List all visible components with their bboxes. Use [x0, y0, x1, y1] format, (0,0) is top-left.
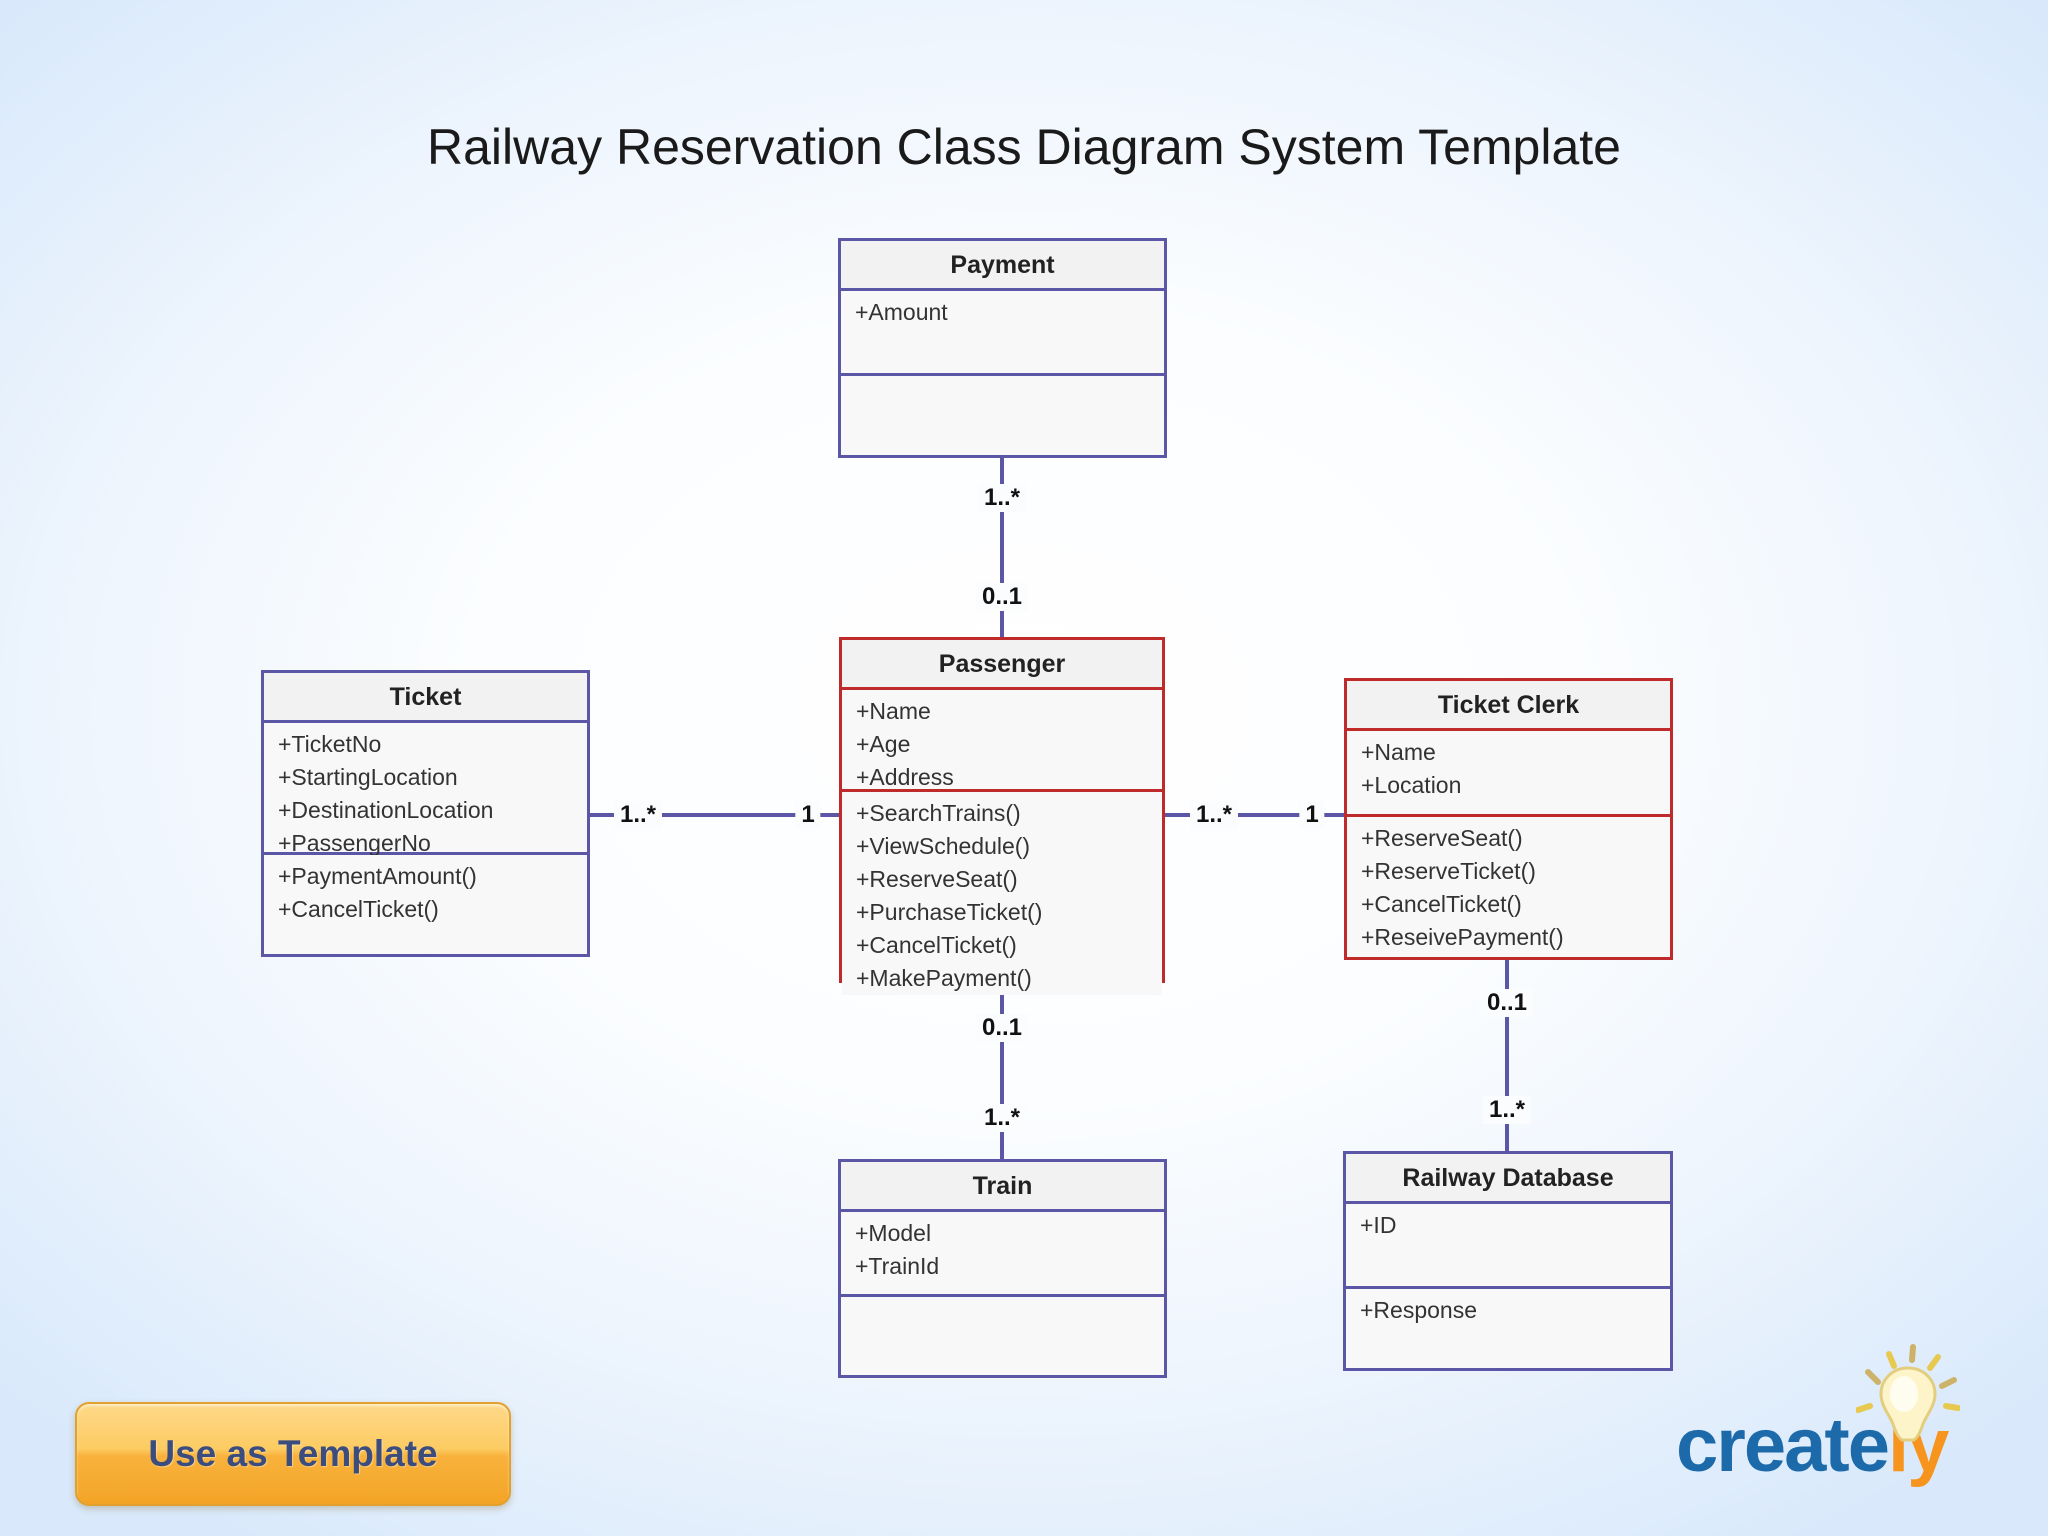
multiplicity-label: 0..1: [975, 583, 1029, 611]
multiplicity-label: 1..*: [1189, 801, 1239, 829]
class-title: Payment: [841, 241, 1164, 291]
class-member: +Location: [1361, 772, 1462, 798]
class-member: +TrainId: [855, 1253, 940, 1279]
class-member: +Age: [856, 731, 911, 757]
class-member: +MakePayment(): [856, 965, 1032, 991]
multiplicity-label: 1: [795, 801, 821, 829]
class-member: +SearchTrains(): [856, 800, 1021, 826]
creately-logo[interactable]: creately: [1676, 1408, 1949, 1484]
class-member: +CancelTicket(): [278, 896, 439, 922]
class-member: +ReseivePayment(): [1361, 924, 1564, 950]
multiplicity-label: 0..1: [1480, 989, 1534, 1017]
class-title: Ticket: [264, 673, 587, 723]
class-member: +StartingLocation: [278, 764, 458, 790]
multiplicity-label: 1..*: [613, 801, 663, 829]
class-methods: +ReserveSeat() +ReserveTicket() +CancelTic…: [1347, 817, 1670, 957]
class-member: +ID: [1360, 1212, 1397, 1238]
multiplicity-label: 1..*: [1482, 1096, 1532, 1124]
class-train[interactable]: Train +Model +TrainId: [838, 1159, 1167, 1378]
class-attributes: +Name +Location: [1347, 731, 1670, 817]
class-member: +CancelTicket(): [856, 932, 1017, 958]
class-member: +ReserveSeat(): [1361, 825, 1523, 851]
multiplicity-label: 1: [1299, 801, 1325, 829]
class-title: Ticket Clerk: [1347, 681, 1670, 731]
page-title: Railway Reservation Class Diagram System…: [427, 119, 1621, 175]
class-methods: [841, 376, 1164, 455]
class-member: +ViewSchedule(): [856, 833, 1031, 859]
class-member: +Amount: [855, 299, 948, 325]
class-member: +ReserveTicket(): [1361, 858, 1536, 884]
class-attributes: +Model +TrainId: [841, 1212, 1164, 1297]
class-passenger[interactable]: Passenger +Name +Age +Address +SearchTrain…: [839, 637, 1165, 995]
class-railway-database[interactable]: Railway Database +ID +Response: [1343, 1151, 1673, 1371]
class-title: Train: [841, 1162, 1164, 1212]
class-member: +PurchaseTicket(): [856, 899, 1043, 925]
class-member: +DestinationLocation: [278, 797, 494, 823]
use-as-template-button[interactable]: Use as Template: [75, 1402, 511, 1506]
class-attributes: +Amount: [841, 291, 1164, 376]
class-ticket-clerk[interactable]: Ticket Clerk +Name +Location +ReserveSeat…: [1344, 678, 1673, 960]
class-member: +Name: [856, 698, 931, 724]
class-member: +Address: [856, 764, 954, 790]
class-ticket[interactable]: Ticket +TicketNo +StartingLocation +Destin…: [261, 670, 590, 957]
class-methods: +PaymentAmount() +CancelTicket(): [264, 855, 587, 954]
class-member: +PassengerNo: [278, 830, 431, 856]
class-methods: [841, 1297, 1164, 1375]
class-methods: +SearchTrains() +ViewSchedule() +ReserveSe…: [842, 792, 1162, 995]
multiplicity-label: 1..*: [977, 1104, 1027, 1132]
multiplicity-label: 0..1: [975, 1014, 1029, 1042]
class-payment[interactable]: Payment +Amount: [838, 238, 1167, 458]
class-title: Passenger: [842, 640, 1162, 690]
class-member: +Model: [855, 1220, 932, 1246]
class-member: +Name: [1361, 739, 1436, 765]
class-methods: +Response: [1346, 1289, 1670, 1368]
class-attributes: +TicketNo +StartingLocation +DestinationLo…: [264, 723, 587, 856]
class-member: +PaymentAmount(): [278, 863, 477, 889]
class-member: +Response: [1360, 1297, 1477, 1323]
class-attributes: +Name +Age +Address: [842, 690, 1162, 792]
multiplicity-label: 1..*: [977, 484, 1027, 512]
class-title: Railway Database: [1346, 1154, 1670, 1204]
class-member: +TicketNo: [278, 731, 382, 757]
logo-text-create: create: [1676, 1403, 1890, 1488]
lightbulb-icon: [1856, 1344, 1960, 1442]
class-attributes: +ID: [1346, 1204, 1670, 1289]
class-member: +CancelTicket(): [1361, 891, 1522, 917]
class-member: +ReserveSeat(): [856, 866, 1018, 892]
